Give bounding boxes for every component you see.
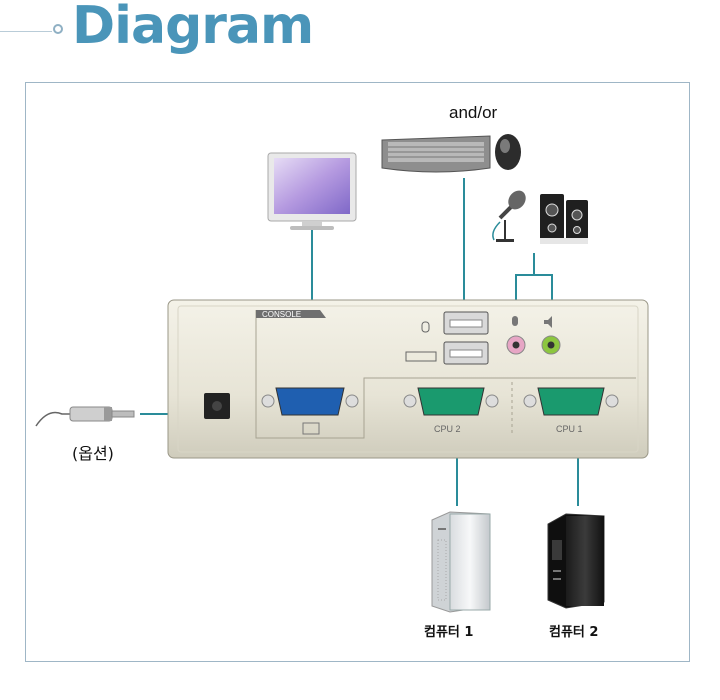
keyboard-icon: [381, 135, 491, 173]
microphone-icon: [492, 190, 526, 242]
computer-1-label: 컴퓨터 1: [424, 624, 473, 640]
diagram-frame: [25, 82, 690, 662]
power-adapter-icon: [35, 406, 135, 427]
console-label: CONSOLE: [262, 310, 301, 319]
and-or-label: and/or: [449, 103, 498, 122]
speakers-icon: [540, 194, 588, 244]
mouse-icon: [495, 134, 521, 170]
page-title: Diagram: [72, 0, 314, 56]
computer-2-label: 컴퓨터 2: [549, 624, 598, 640]
option-label: (옵션): [72, 444, 114, 463]
page-header: Diagram: [0, 0, 720, 70]
cpu2-label: CPU 2: [434, 424, 461, 434]
header-bullet-icon: [53, 24, 63, 34]
audio-cable: [515, 274, 553, 300]
kvm-panel: [167, 299, 649, 459]
computer-1-icon: [431, 511, 491, 613]
computer-2-icon: [547, 513, 605, 609]
monitor-icon: [267, 152, 357, 230]
cpu1-label: CPU 1: [556, 424, 583, 434]
header-rule: [0, 31, 52, 32]
